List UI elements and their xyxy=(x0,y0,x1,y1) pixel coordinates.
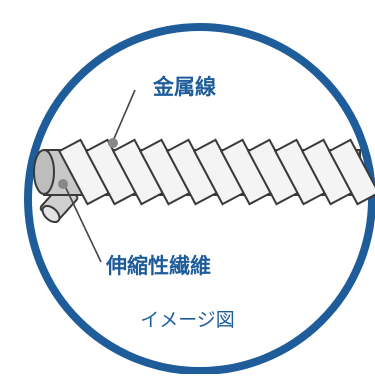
tube-opening xyxy=(33,149,55,195)
coil-band xyxy=(327,138,375,206)
leader-line-stretch-fiber xyxy=(63,183,102,263)
leader-line-metal-wire xyxy=(112,89,136,142)
label-stretch-fiber: 伸縮性繊維 xyxy=(106,254,211,278)
pointer-dot-metal-wire xyxy=(108,138,118,148)
coil-bands xyxy=(57,138,375,206)
label-metal-wire: 金属線 xyxy=(153,75,216,99)
caption-image-diagram: イメージ図 xyxy=(140,309,235,331)
pointer-dot-stretch-fiber xyxy=(58,179,68,189)
